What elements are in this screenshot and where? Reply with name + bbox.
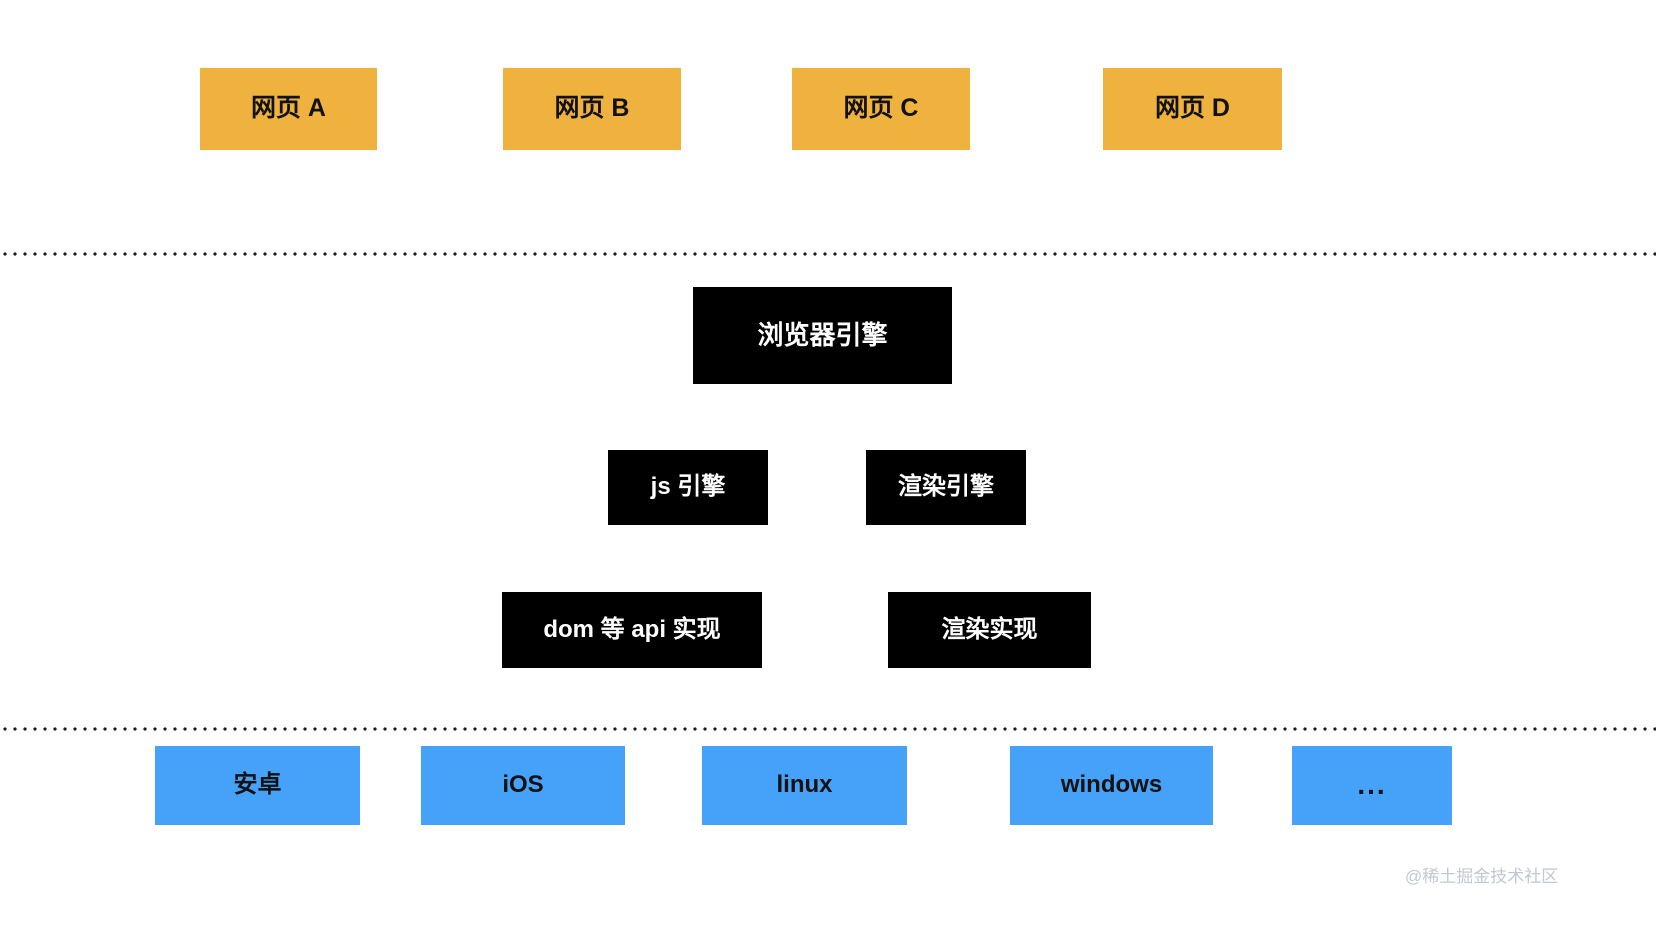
web-page-box-b: 网页 B [503, 68, 681, 150]
render-implementation-label: 渲染实现 [941, 615, 1038, 643]
render-engine-box: 渲染引擎 [866, 450, 1026, 525]
render-implementation-box: 渲染实现 [888, 592, 1091, 668]
dom-api-implementation-box: dom 等 api 实现 [502, 592, 762, 668]
js-engine-box: js 引擎 [608, 450, 768, 525]
os-box-android: 安卓 [155, 746, 360, 825]
browser-engine-label: 浏览器引擎 [757, 320, 888, 351]
os-label-android: 安卓 [233, 771, 282, 799]
os-box-ios: iOS [421, 746, 625, 825]
web-page-box-a: 网页 A [200, 68, 377, 150]
os-box-windows: windows [1010, 746, 1213, 825]
render-engine-label: 渲染引擎 [898, 473, 994, 501]
web-to-browser-divider [0, 252, 1656, 256]
web-page-label-d: 网页 D [1154, 94, 1230, 123]
web-page-box-d: 网页 D [1103, 68, 1282, 150]
web-page-box-c: 网页 C [792, 68, 970, 150]
browser-to-os-divider [0, 727, 1656, 731]
os-box-more: ... [1292, 746, 1452, 825]
os-label-windows: windows [1060, 771, 1163, 799]
os-box-linux: linux [702, 746, 907, 825]
os-label-linux: linux [776, 771, 833, 799]
web-page-label-b: 网页 B [554, 94, 630, 123]
os-label-ios: iOS [502, 771, 544, 799]
watermark: @稀土掘金技术社区 [1405, 867, 1559, 886]
os-label-more: ... [1357, 769, 1387, 801]
web-page-label-c: 网页 C [843, 94, 919, 123]
web-page-label-a: 网页 A [250, 94, 326, 123]
browser-engine-box: 浏览器引擎 [693, 287, 952, 384]
js-engine-label: js 引擎 [650, 473, 726, 501]
dom-api-implementation-label: dom 等 api 实现 [543, 615, 721, 643]
